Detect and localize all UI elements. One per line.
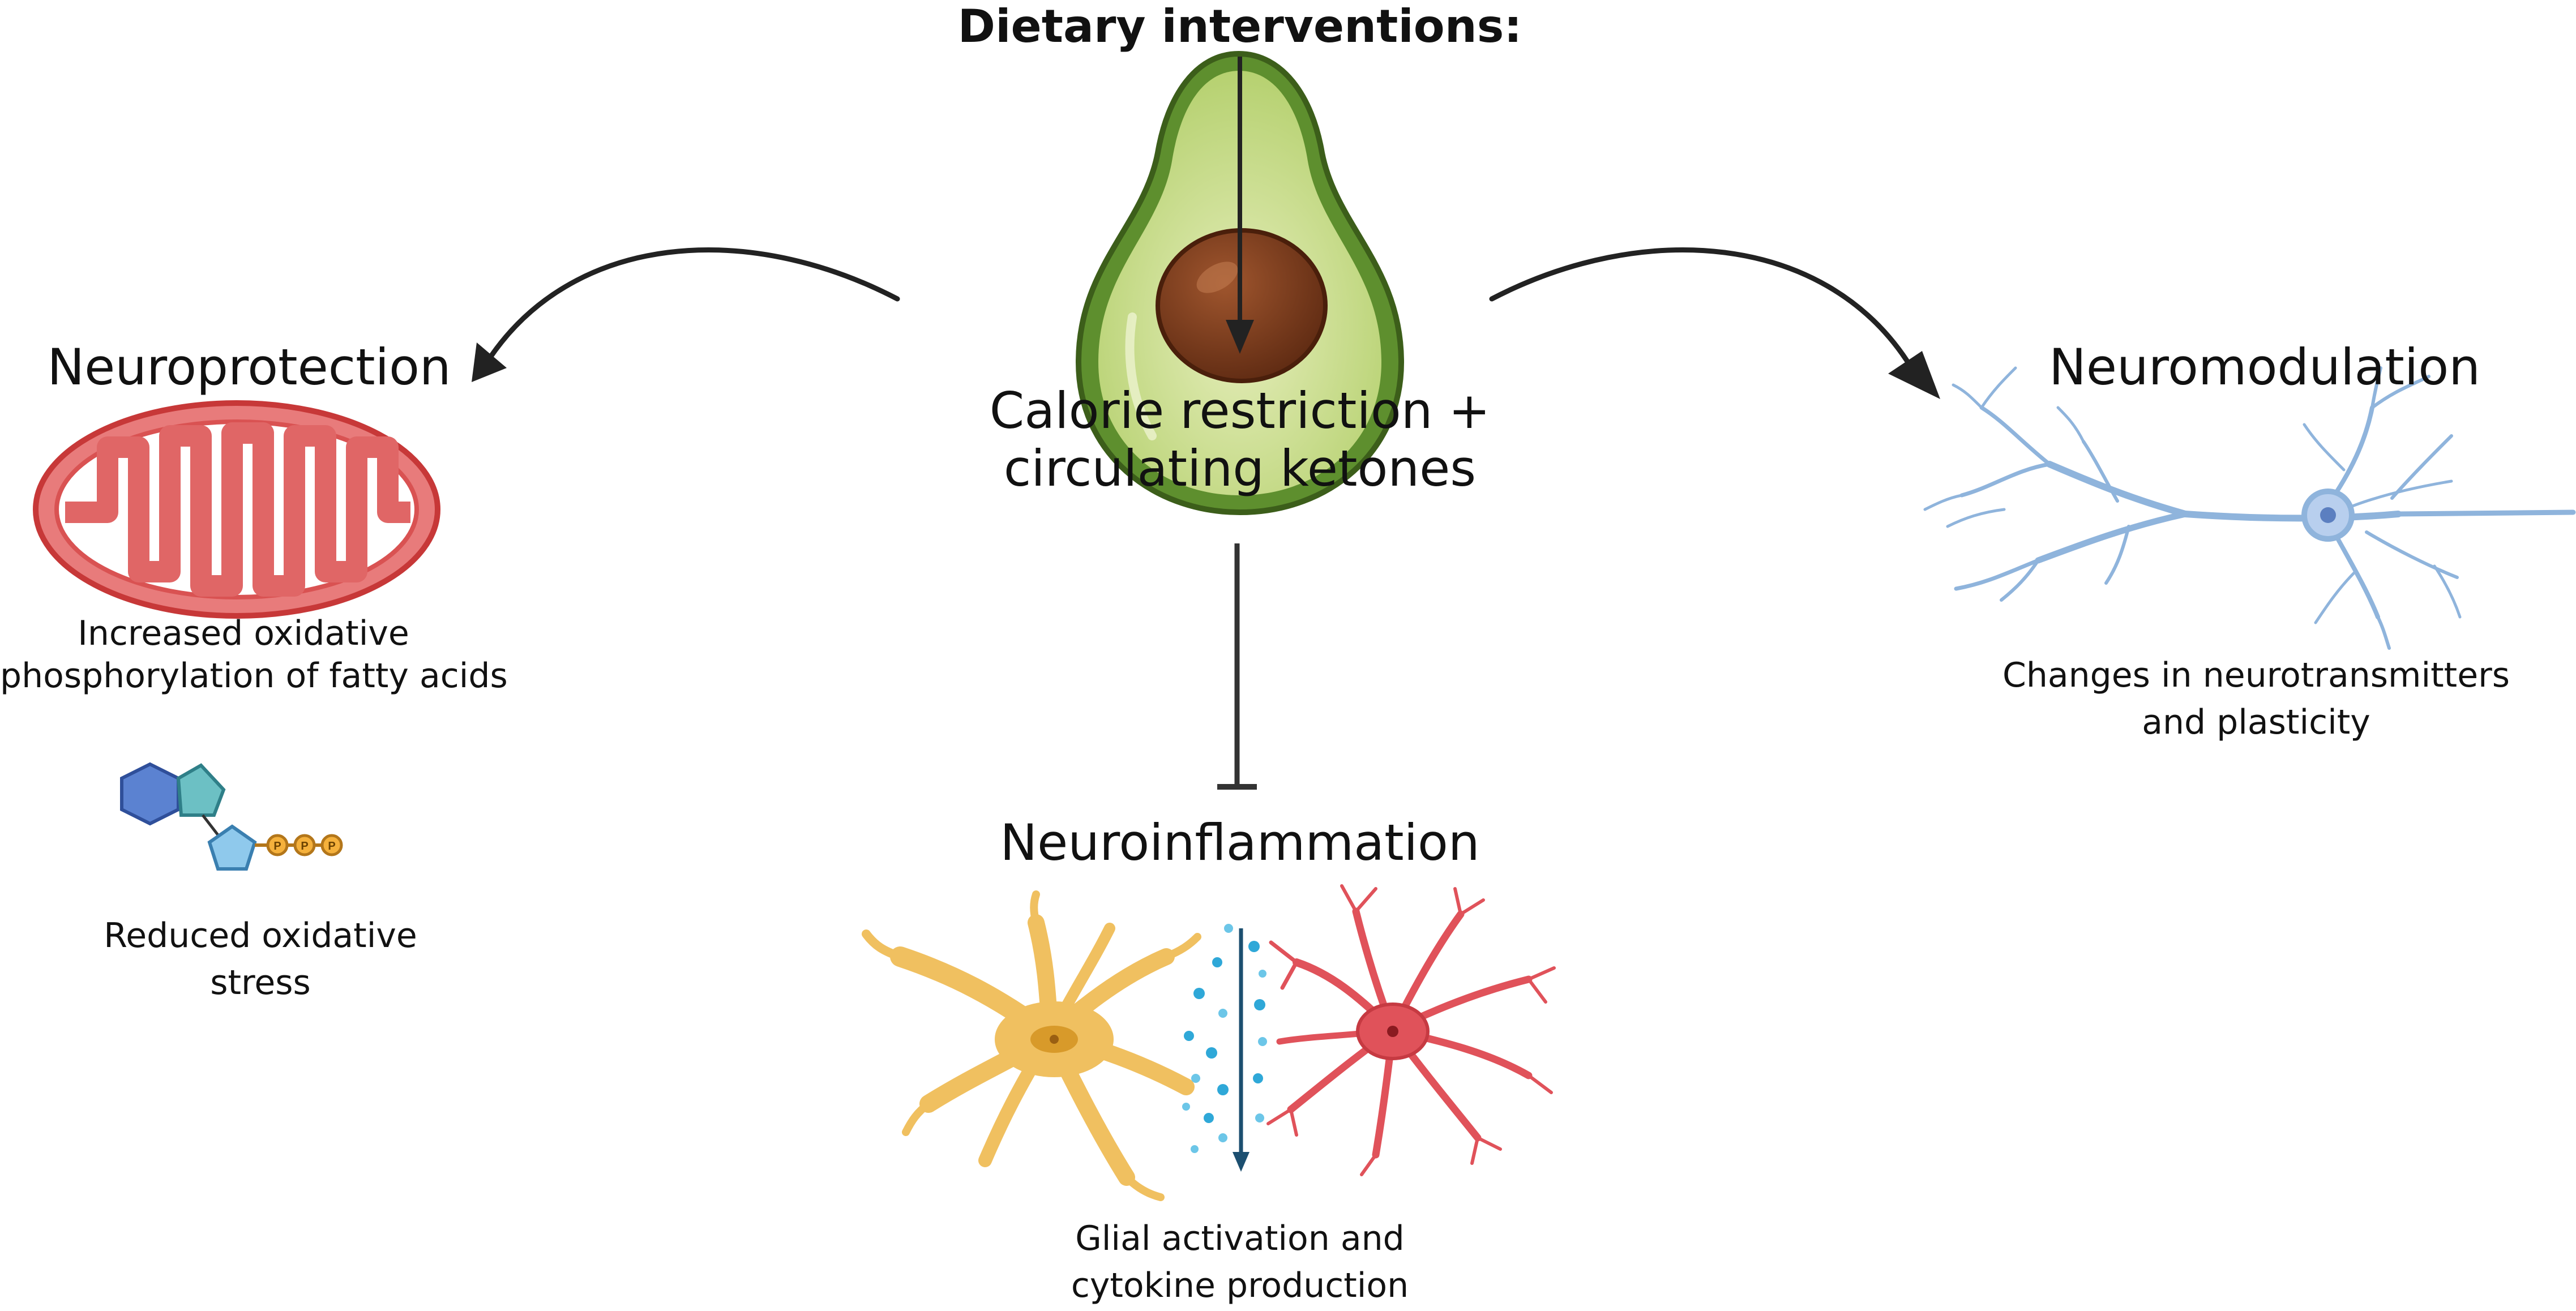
intervention-arrow: [1226, 57, 1254, 354]
neuromodulation-caption-line1: Changes in neurotransmitters: [2002, 656, 2510, 695]
neuroinflammation-caption-line2: cytokine production: [1071, 1266, 1409, 1305]
phosphate-1: P: [266, 834, 289, 856]
neuroprotection-heading: Neuroprotection: [47, 338, 451, 396]
mitochondrion-icon: [33, 400, 440, 619]
svg-text:P: P: [328, 840, 335, 852]
svg-text:P: P: [273, 840, 281, 852]
neuroinflammation-caption-line1: Glial activation and: [1075, 1219, 1405, 1258]
neuromodulation-caption-line2: and plasticity: [2142, 702, 2370, 742]
diagram-title: Dietary interventions:: [957, 0, 1522, 53]
phosphate-2: P: [293, 834, 316, 856]
cytokine-release-arrow: [1233, 928, 1250, 1172]
neuroprotection-caption2-line2: stress: [210, 963, 311, 1002]
neuromodulation-heading: Neuromodulation: [2049, 338, 2480, 396]
microglia-icon: [1266, 884, 1556, 1176]
arrow-to-neuromodulation: [1489, 247, 1940, 399]
inhibition-arrow: [1217, 543, 1257, 790]
svg-text:P: P: [301, 840, 308, 852]
astrocyte-icon: [862, 890, 1201, 1201]
center-label-line1: Calorie restriction +: [989, 382, 1491, 440]
neuroinflammation-heading: Neuroinflammation: [1000, 813, 1480, 872]
neuroprotection-caption2-line1: Reduced oxidative: [104, 916, 417, 956]
atp-molecule-icon: P P P: [120, 762, 343, 871]
phosphate-3: P: [320, 834, 343, 856]
center-label-line2: circulating ketones: [1003, 439, 1477, 498]
cytokine-particles: [1182, 924, 1267, 1153]
neuroprotection-caption1-line2: phosphorylation of fatty acids: [0, 656, 508, 696]
neuroprotection-caption1-line1: Increased oxidative: [78, 614, 409, 653]
neuron-icon: [1923, 366, 2576, 650]
arrow-to-neuroprotection: [472, 247, 900, 382]
